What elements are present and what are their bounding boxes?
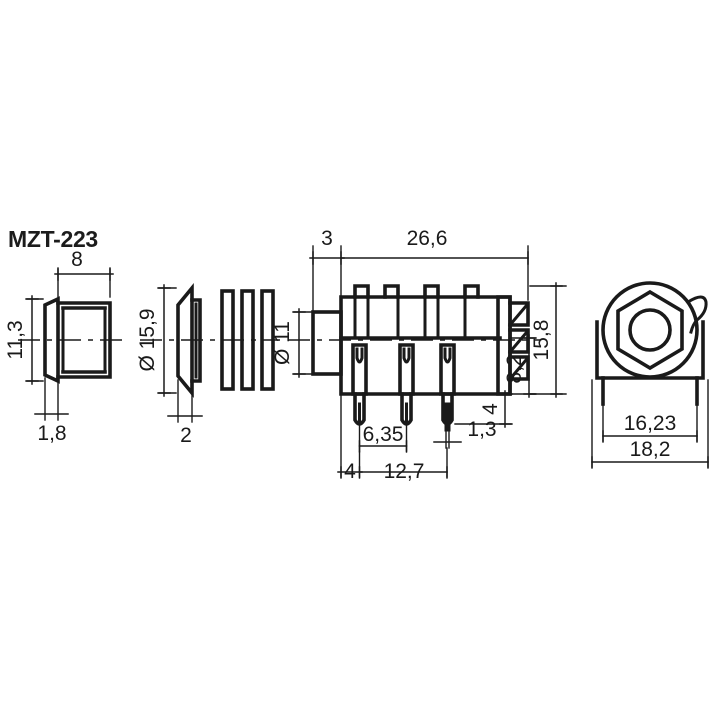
drawing-title: MZT-223 <box>8 226 98 252</box>
front-hook-tab <box>685 295 708 334</box>
pin-group-3 <box>439 343 456 432</box>
bushing-outline <box>311 310 343 376</box>
dim-label-4-bottom: 4 <box>344 460 356 483</box>
right-step-middle <box>508 328 530 354</box>
view-main-body: 3 26,6 Ø 11 15,8 8 <box>271 227 567 483</box>
pin-1-body <box>351 343 368 396</box>
dim-label-15-9: Ø 15,9 <box>136 308 159 371</box>
pin-2-slot <box>402 347 411 364</box>
washer-hub-outline <box>190 298 202 383</box>
contact-strip-3 <box>260 289 275 391</box>
contact-strip-1 <box>220 289 235 391</box>
view-hex-nut: 8 11,3 1,8 <box>4 248 128 445</box>
dim-label-8: 8 <box>71 248 83 271</box>
dim-label-8-2: 8,2 <box>503 354 526 383</box>
dim-label-16-23: 16,23 <box>624 412 677 435</box>
pin-1-slot <box>355 347 364 364</box>
dim-label-1-3: 1,3 <box>467 418 496 441</box>
pin-2-body <box>398 343 415 396</box>
front-bore-circle <box>628 308 672 352</box>
dim-label-12-7: 12,7 <box>384 460 425 483</box>
dim-label-3: 3 <box>321 227 333 250</box>
pin-3-slot <box>443 347 452 364</box>
view-washer-contacts: Ø 15,9 2 <box>136 282 280 447</box>
dim-label-11-3: 11,3 <box>4 320 27 359</box>
front-hex-nut <box>616 289 684 371</box>
dim-label-4-right: 4 <box>479 403 502 415</box>
dim-label-15-8: 15,8 <box>530 320 553 361</box>
pin-group-1 <box>351 343 368 426</box>
nut-flange-outline <box>43 296 60 384</box>
right-step-diag-1 <box>507 303 529 328</box>
view-front: 16,23 18,2 <box>591 281 709 469</box>
nut-body-outline <box>56 301 112 379</box>
dim-label-6-35: 6,35 <box>363 423 404 446</box>
dim-label-2: 2 <box>180 424 192 447</box>
pin-group-2 <box>398 343 415 426</box>
right-step-diag-3 <box>507 357 529 382</box>
dim-label-1-8: 1,8 <box>37 422 66 445</box>
front-outer-circle <box>601 281 699 379</box>
conical-washer-outline <box>176 282 194 399</box>
contact-strip-2 <box>240 289 255 391</box>
dim-label-26-6: 26,6 <box>407 227 448 250</box>
right-step-upper <box>508 301 530 327</box>
dim-label-11: Ø 11 <box>271 321 294 365</box>
pin-3-body <box>439 343 456 396</box>
right-step-lower <box>508 355 530 381</box>
right-step-diag-2 <box>507 330 529 355</box>
dim-label-18-2: 18,2 <box>630 438 671 461</box>
